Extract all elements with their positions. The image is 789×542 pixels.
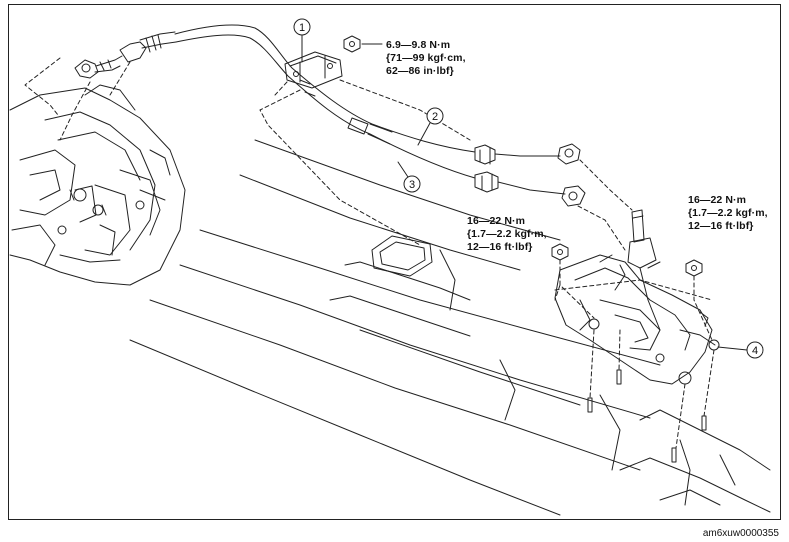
torque-spec-shift-lever-right: 16—22 N·m{1.7—2.2 kgf·m,12—16 ft·lbf} [688,194,768,233]
callout-4-label: 4 [752,345,758,357]
floor-panel [129,139,771,516]
callout-3: 3 [397,161,421,193]
torque-line: 12—16 ft·lbf} [688,220,754,232]
callout-3-label: 3 [409,179,415,191]
torque-line: {71—99 kgf·cm, [386,52,466,64]
torque-line: 12—16 ft·lbf} [467,241,533,253]
torque-spec-cable-bracket: 6.9—9.8 N·m{71—99 kgf·cm,62—86 in·lbf} [386,39,466,78]
shift-cables [174,24,566,195]
torque-line: {1.7—2.2 kgf·m, [688,207,768,219]
figure-code: am6xuw0000355 [702,528,779,539]
mounting-studs [587,369,707,463]
transaxle-housing [9,84,186,286]
bracket-nut [343,35,361,53]
floor-plate [371,235,433,277]
transaxle-leader-lines [24,57,131,141]
torque-line: 6.9—9.8 N·m [386,39,451,51]
torque-line: 62—86 in·lbf} [386,65,454,77]
torque-line: {1.7—2.2 kgf·m, [467,228,547,240]
callout-1-label: 1 [299,22,305,34]
cable-bracket [284,51,343,89]
shift-lever-assembly [554,209,720,385]
callout-1: 1 [293,18,311,63]
callout-2-label: 2 [432,111,438,123]
lever-nuts [551,243,703,277]
torque-line: 16—22 N·m [467,215,526,227]
cable-end-eyelets [557,143,586,207]
torque-line: 16—22 N·m [688,194,747,206]
transaxle-cable-ends [74,31,177,79]
callout-4: 4 [717,341,764,359]
callout-2: 2 [417,107,444,146]
torque-spec-shift-lever-left: 16—22 N·m{1.7—2.2 kgf·m,12—16 ft·lbf} [467,215,547,254]
lever-leader-lines [259,79,715,449]
